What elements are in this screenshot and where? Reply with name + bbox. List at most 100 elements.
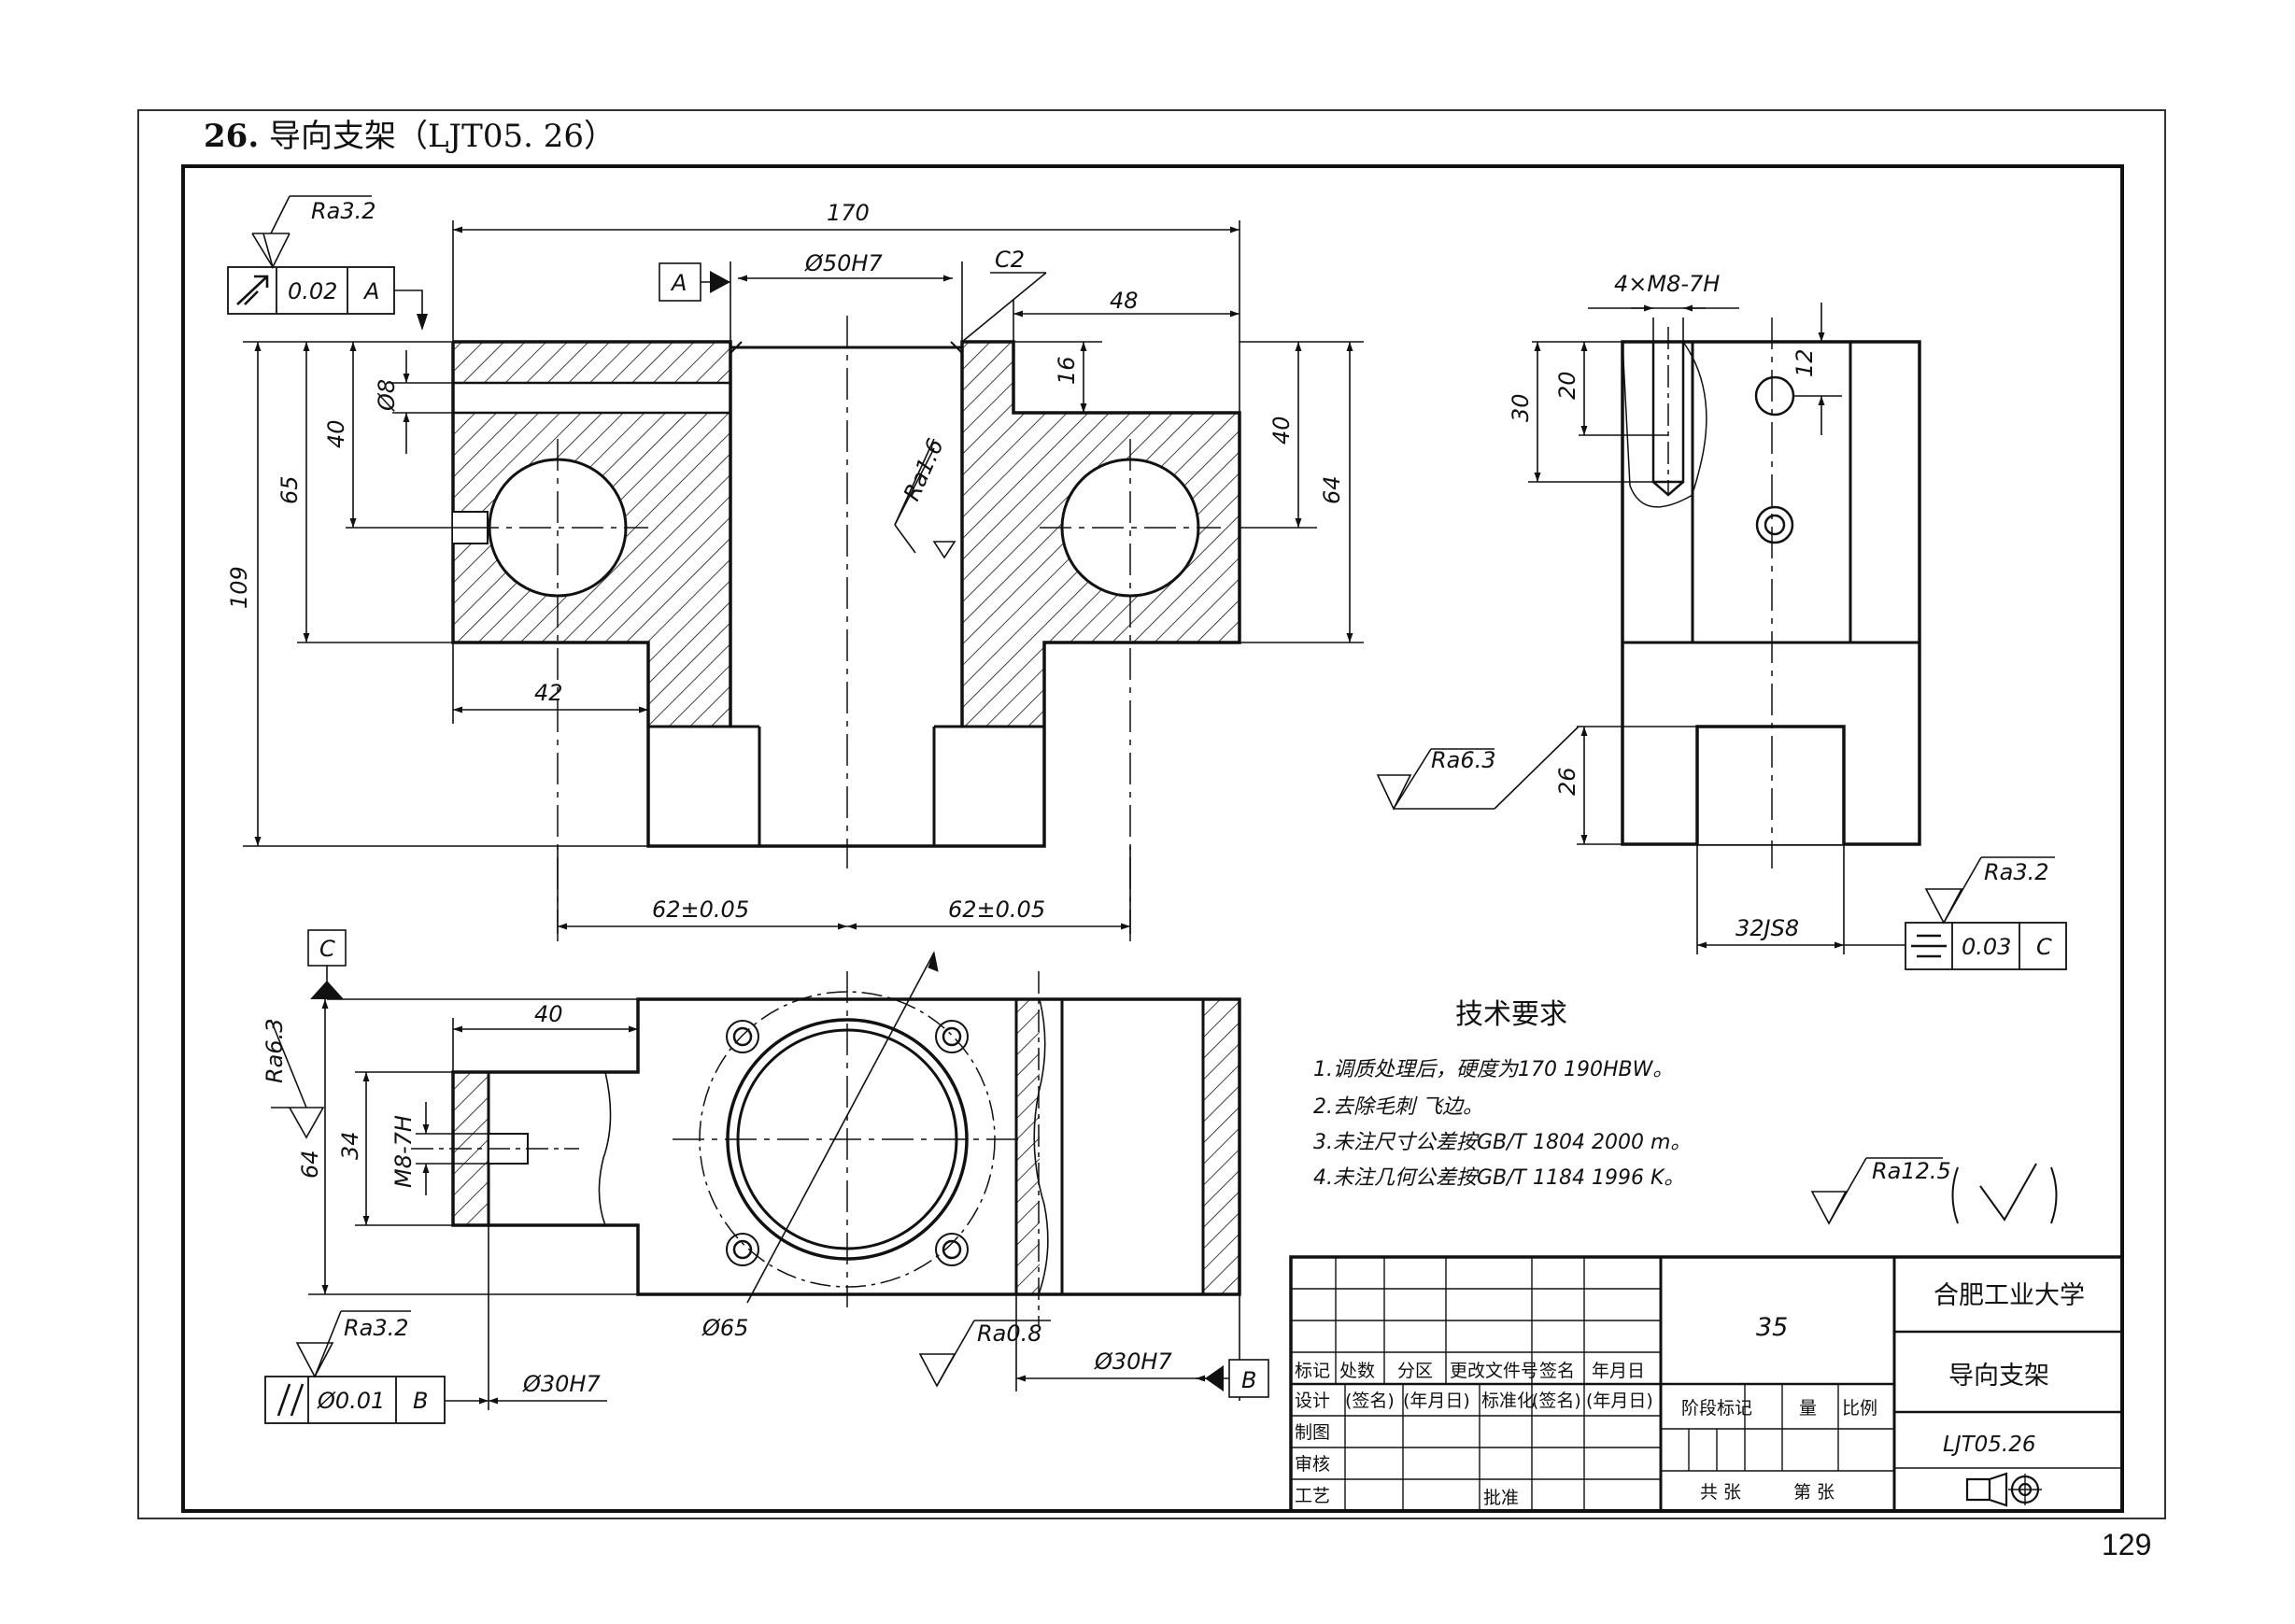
tb-h4: 签名 bbox=[1539, 1361, 1575, 1381]
dim-40-right: 40 bbox=[1268, 416, 1295, 445]
dim-30: 30 bbox=[1508, 393, 1534, 422]
dim-109: 109 bbox=[226, 566, 252, 609]
ra32-slot-label: Ra3.2 bbox=[1984, 859, 2049, 885]
dim-40-top: 40 bbox=[534, 1001, 563, 1027]
dim-chamfer: C2 bbox=[995, 247, 1025, 273]
title-block-text: 35 合肥工业大学 导向支架 LJT05.26 标记 处数 分区 更改文件号 签… bbox=[1295, 1281, 2085, 1508]
tb-drawing-no: LJT05.26 bbox=[1943, 1433, 2036, 1457]
dim-thread-top: M8-7H bbox=[390, 1115, 417, 1188]
tb-h1: 处数 bbox=[1339, 1361, 1375, 1381]
tech-item-4: 4.未注几何公差按GB/T 1184 1996 K。 bbox=[1313, 1166, 1684, 1190]
tb-school: 合肥工业大学 bbox=[1934, 1281, 2085, 1310]
dim-42: 42 bbox=[534, 680, 563, 706]
symmetry-tolerance-frame: 0.03 C Ra3.2 bbox=[1905, 856, 2067, 970]
dim-62-left: 62±0.05 bbox=[652, 897, 749, 923]
tech-item-1: 1.调质处理后，硬度为170 190HBW。 bbox=[1313, 1058, 1673, 1081]
parallel-datum: B bbox=[413, 1388, 428, 1414]
ra63-top-label: Ra6.3 bbox=[262, 1018, 288, 1083]
dim-diameter-8: Ø8 bbox=[374, 379, 400, 412]
tb-draw: 制图 bbox=[1295, 1422, 1330, 1443]
dim-diameter-65: Ø65 bbox=[701, 1315, 748, 1341]
tb-sheet: 第 张 bbox=[1793, 1482, 1835, 1503]
ra08-label: Ra0.8 bbox=[977, 1320, 1042, 1347]
dim-170: 170 bbox=[827, 200, 870, 226]
runout-icon bbox=[236, 275, 269, 305]
dim-40-left: 40 bbox=[323, 419, 349, 448]
page-number: 129 bbox=[2102, 1528, 2152, 1561]
tb-total: 共 张 bbox=[1700, 1482, 1741, 1503]
side-view bbox=[1621, 318, 1921, 868]
tb-d2: (年月日) bbox=[1403, 1391, 1470, 1411]
ra63-side-label: Ra6.3 bbox=[1431, 747, 1496, 773]
datum-b-label: B bbox=[1241, 1367, 1256, 1393]
runout-value: 0.02 bbox=[288, 278, 337, 304]
dim-slot: 32JS8 bbox=[1735, 915, 1799, 941]
ra16-symbol bbox=[932, 541, 956, 559]
tech-requirements: 技术要求 1.调质处理后，硬度为170 190HBW。 2.去除毛刺 飞边。 3… bbox=[1313, 998, 1691, 1190]
tb-check: 审核 bbox=[1295, 1454, 1330, 1475]
dim-34: 34 bbox=[337, 1131, 363, 1160]
datum-a: A bbox=[659, 262, 730, 302]
ra125-label: Ra12.5 bbox=[1872, 1158, 1951, 1184]
tb-scale: 比例 bbox=[1842, 1398, 1877, 1419]
dim-bore-left: Ø30H7 bbox=[522, 1371, 601, 1397]
tech-heading: 技术要求 bbox=[1455, 998, 1567, 1031]
tb-stage: 阶段标记 bbox=[1681, 1398, 1752, 1419]
runout-datum: A bbox=[362, 278, 379, 304]
page-title: 26. 导向支架（LJT05. 26） bbox=[204, 110, 616, 156]
drawing-border bbox=[181, 164, 2124, 1513]
title-text: 导向支架（LJT05. 26） bbox=[268, 118, 616, 155]
datum-a-label: A bbox=[670, 270, 687, 296]
tb-d0: 设计 bbox=[1295, 1391, 1330, 1411]
symmetry-datum: C bbox=[2036, 934, 2052, 960]
tb-d3: 标准化 bbox=[1481, 1391, 1535, 1411]
tb-d1: (签名) bbox=[1345, 1391, 1395, 1411]
parallel-value: Ø0.01 bbox=[317, 1388, 385, 1414]
top-view bbox=[411, 951, 1241, 1326]
ra32-top-label: Ra3.2 bbox=[311, 198, 376, 224]
dim-20: 20 bbox=[1554, 371, 1580, 400]
dim-thread-side: 4×M8-7H bbox=[1614, 271, 1720, 297]
dim-48: 48 bbox=[1110, 288, 1139, 314]
datum-b: B bbox=[1205, 1359, 1269, 1398]
tb-process: 工艺 bbox=[1295, 1486, 1330, 1506]
tech-item-2: 2.去除毛刺 飞边。 bbox=[1313, 1095, 1483, 1119]
dim-bore-main: Ø50H7 bbox=[804, 250, 883, 276]
dim-26: 26 bbox=[1554, 767, 1580, 796]
tb-h0: 标记 bbox=[1295, 1361, 1330, 1381]
symmetry-value: 0.03 bbox=[1962, 934, 2011, 960]
parallel-tolerance-frame: Ø0.01 B Ra3.2 bbox=[264, 1310, 489, 1424]
projection-cone-icon bbox=[1965, 1472, 2008, 1507]
tb-weight: 量 bbox=[1799, 1398, 1817, 1419]
title-block bbox=[1289, 1255, 2124, 1513]
check-mark-icon bbox=[1951, 1163, 2058, 1224]
tb-d4: (签名) bbox=[1532, 1391, 1581, 1411]
ra32-bottom-label: Ra3.2 bbox=[344, 1315, 409, 1341]
ra16-label: Ra1.6 bbox=[899, 435, 949, 505]
tb-h5: 年月日 bbox=[1592, 1361, 1645, 1381]
dim-65: 65 bbox=[276, 475, 303, 504]
tech-item-3: 3.未注尺寸公差按GB/T 1804 2000 m。 bbox=[1313, 1131, 1691, 1154]
top-view-dimensions bbox=[270, 998, 1943, 1410]
parallel-icon bbox=[276, 1383, 305, 1417]
tb-h2: 分区 bbox=[1397, 1361, 1433, 1381]
datum-c: C bbox=[307, 929, 347, 999]
side-view-dimensions bbox=[1376, 303, 1905, 954]
tb-d5: (年月日) bbox=[1586, 1391, 1653, 1411]
tb-part-name: 导向支架 bbox=[1948, 1362, 2049, 1391]
dim-bore-right: Ø30H7 bbox=[1094, 1349, 1172, 1375]
page-frame bbox=[137, 109, 2166, 1519]
dim-62-right: 62±0.05 bbox=[948, 897, 1045, 923]
dim-64-top: 64 bbox=[297, 1150, 323, 1179]
tb-approve: 批准 bbox=[1483, 1488, 1519, 1508]
dim-12: 12 bbox=[1792, 348, 1818, 377]
title-number: 26. bbox=[204, 118, 260, 155]
datum-c-label: C bbox=[319, 936, 335, 962]
dim-64-right: 64 bbox=[1319, 475, 1345, 504]
symmetry-icon bbox=[1911, 934, 1947, 958]
dim-16: 16 bbox=[1054, 356, 1080, 385]
tb-h3: 更改文件号 bbox=[1450, 1361, 1538, 1381]
tb-material: 35 bbox=[1756, 1313, 1788, 1342]
front-section-view bbox=[451, 316, 1241, 943]
